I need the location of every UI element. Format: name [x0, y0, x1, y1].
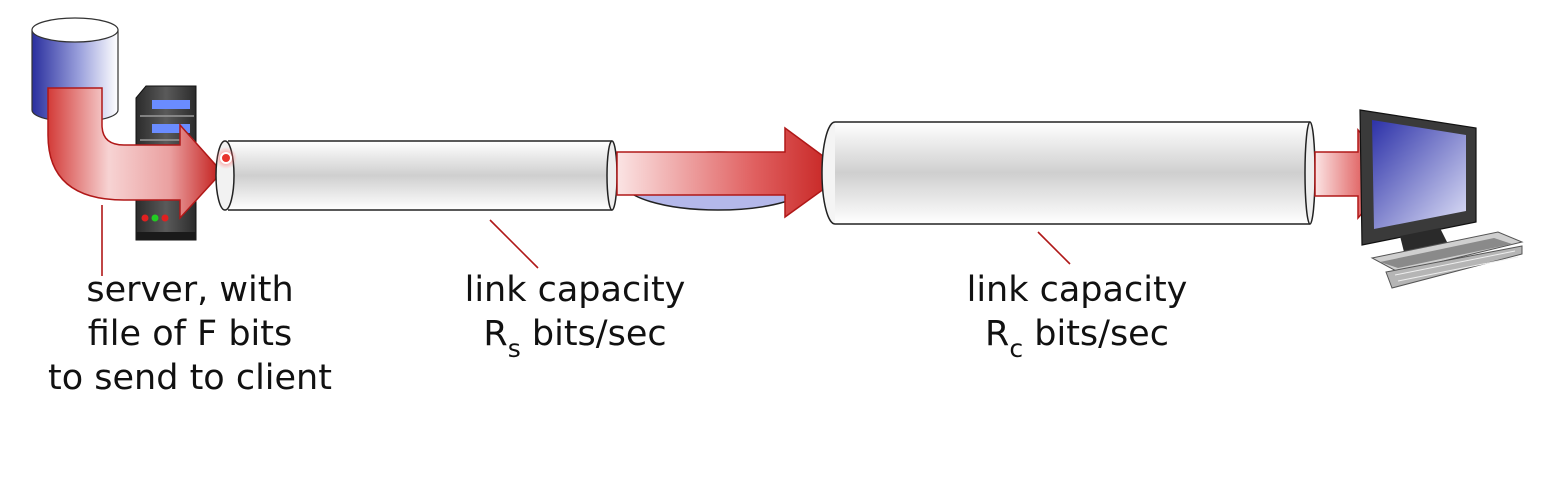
source-dot — [220, 152, 232, 164]
link-s-leader-line — [489, 219, 539, 269]
link-s-symbol: R — [483, 314, 508, 354]
link-c-label-line-1: link capacity — [966, 270, 1188, 310]
link-c-subscript: c — [1009, 334, 1024, 363]
file-transfer-arrow-2 — [616, 126, 848, 219]
link-c-label: link capacity Rc bits/sec — [942, 268, 1212, 361]
link-c-capacity: Rc bits/sec — [942, 312, 1212, 361]
link-s-unit: bits/sec — [520, 314, 667, 354]
server-label-line-1: server, with — [86, 270, 294, 310]
link-s-label-line-1: link capacity — [464, 270, 686, 310]
file-transfer-arrow-1 — [47, 87, 224, 220]
link-c-symbol: R — [985, 314, 1010, 354]
server-label: server, with file of F bits to send to c… — [30, 268, 350, 400]
server-label-line-3: to send to client — [48, 358, 332, 398]
link-c-leader-line — [1037, 231, 1071, 265]
link-s-label: link capacity Rs bits/sec — [440, 268, 710, 361]
desktop-computer-icon — [1359, 109, 1524, 289]
link-c-unit: bits/sec — [1023, 314, 1169, 354]
link-s-pipe — [215, 140, 618, 211]
link-c-pipe — [821, 121, 1316, 225]
link-s-subscript: s — [507, 334, 521, 363]
link-s-capacity: Rs bits/sec — [440, 312, 710, 361]
server-label-line-2: file of F bits — [87, 314, 293, 354]
